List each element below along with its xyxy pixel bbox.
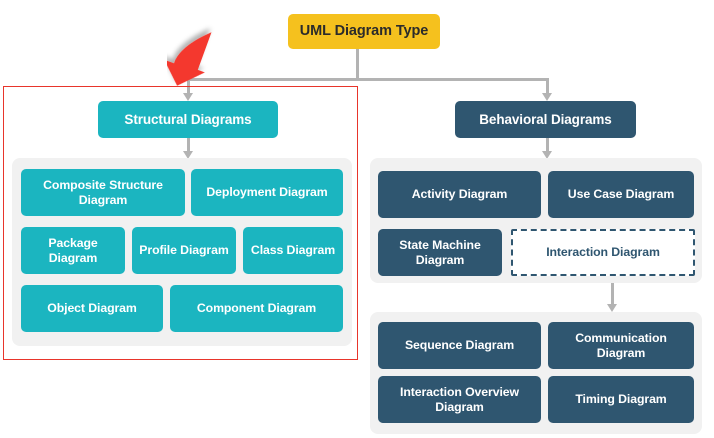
node-class-diagram[interactable]: Class Diagram bbox=[243, 227, 343, 274]
arrowhead-structural-to-leaves bbox=[182, 151, 193, 159]
node-interaction-diagram[interactable]: Interaction Diagram bbox=[511, 229, 695, 276]
node-communication-diagram[interactable]: Communication Diagram bbox=[548, 322, 694, 369]
node-interaction-overview-diagram[interactable]: Interaction Overview Diagram bbox=[378, 376, 541, 423]
node-timing-diagram[interactable]: Timing Diagram bbox=[548, 376, 694, 423]
arrowhead-behavioral-to-leaves bbox=[541, 151, 552, 159]
node-activity-diagram[interactable]: Activity Diagram bbox=[378, 171, 541, 218]
node-component-diagram[interactable]: Component Diagram bbox=[170, 285, 343, 332]
red-pointer-arrow-icon bbox=[164, 20, 227, 92]
arrowhead-interaction-to-subgroup bbox=[607, 304, 617, 312]
connector-root-bus bbox=[187, 78, 547, 81]
node-behavioral-diagrams[interactable]: Behavioral Diagrams bbox=[455, 101, 636, 138]
node-package-diagram[interactable]: Package Diagram bbox=[21, 227, 125, 274]
node-use-case-diagram[interactable]: Use Case Diagram bbox=[548, 171, 694, 218]
node-composite-structure-diagram[interactable]: Composite Structure Diagram bbox=[21, 169, 185, 216]
node-sequence-diagram[interactable]: Sequence Diagram bbox=[378, 322, 541, 369]
connector-to-behavioral bbox=[545, 78, 549, 94]
connector-interaction-to-subgroup bbox=[611, 283, 614, 305]
node-object-diagram[interactable]: Object Diagram bbox=[21, 285, 163, 332]
connector-structural-to-leaves bbox=[186, 138, 190, 152]
arrowhead-to-behavioral bbox=[541, 93, 552, 101]
arrowhead-to-structural bbox=[182, 93, 193, 101]
connector-root-stem bbox=[356, 48, 359, 79]
node-deployment-diagram[interactable]: Deployment Diagram bbox=[191, 169, 343, 216]
node-profile-diagram[interactable]: Profile Diagram bbox=[132, 227, 236, 274]
connector-behavioral-to-leaves bbox=[545, 138, 549, 152]
node-structural-diagrams[interactable]: Structural Diagrams bbox=[98, 101, 278, 138]
node-uml-diagram-type[interactable]: UML Diagram Type bbox=[288, 14, 440, 49]
node-state-machine-diagram[interactable]: State Machine Diagram bbox=[378, 229, 502, 276]
